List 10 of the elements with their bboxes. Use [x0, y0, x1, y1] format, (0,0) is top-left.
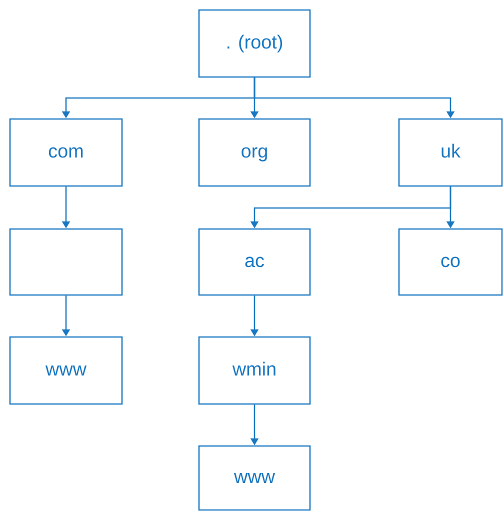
domain-box: co: [398, 228, 503, 296]
empty-box: [9, 228, 123, 296]
domain-box: www: [198, 445, 311, 511]
domain-box: . (root): [198, 9, 311, 78]
domain-box: wmin: [198, 336, 311, 405]
domain-box: uk: [398, 118, 503, 187]
domain-box: org: [198, 118, 311, 187]
domain-box: www: [9, 336, 123, 405]
domain-box: ac: [198, 228, 311, 296]
domain-box: com: [9, 118, 123, 187]
